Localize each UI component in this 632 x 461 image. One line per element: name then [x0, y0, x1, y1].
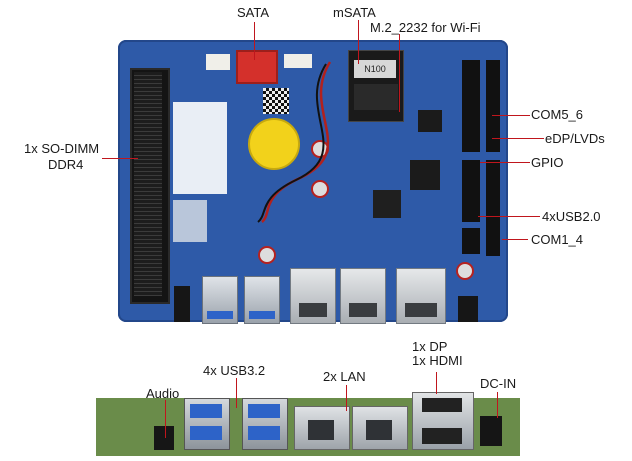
lan-hole [366, 420, 392, 440]
qr-sticker [263, 88, 289, 114]
lan-port [340, 268, 386, 324]
msata-label: mSATA [333, 5, 376, 20]
com1-4-label: COM1_4 [531, 232, 584, 247]
usb20-label: 4xUSB2.0 [542, 209, 601, 224]
hdmi-label: 1x HDMI [412, 353, 463, 368]
usb32-insert-bottom [248, 426, 280, 440]
sata-callout-line [254, 22, 255, 60]
com-header-2 [486, 60, 500, 152]
lan-port [290, 268, 336, 324]
sata-connector [236, 50, 278, 84]
lan-callout-line [346, 385, 347, 411]
motherboard-side-view [96, 392, 520, 456]
capacitor [258, 246, 276, 264]
gpio-label: GPIO [531, 155, 564, 170]
gpio-callout-line [480, 162, 530, 163]
dcin-callout-line [497, 392, 498, 418]
cmos-battery [248, 118, 300, 170]
chip [410, 160, 440, 190]
dc-in-side [480, 416, 502, 446]
power-header [206, 54, 230, 70]
hdmi-port [422, 428, 462, 444]
usb20-callout-line [478, 216, 540, 217]
usb32-insert-bottom [190, 426, 222, 440]
capacitor [311, 180, 329, 198]
usb32-callout-line [236, 378, 237, 408]
com1-4-callout-line [502, 239, 528, 240]
usb32-port [244, 276, 280, 324]
chip [373, 190, 401, 218]
m2-slot [354, 84, 398, 110]
capacitor [456, 262, 474, 280]
dc-in-jack [458, 296, 478, 322]
so-dimm-latch [134, 72, 162, 296]
dp-hdmi-callout-line [436, 372, 437, 394]
com1-4-header [486, 160, 500, 256]
motherboard-top-view: N100 [118, 40, 508, 324]
sodimm-label-line1: 1x SO-DIMM [24, 141, 100, 156]
cpu-chip: N100 [354, 60, 396, 78]
label-sticker-2 [173, 200, 207, 242]
dp-port [422, 398, 462, 412]
dp-label: 1x DP [412, 339, 448, 354]
usb32-port [202, 276, 238, 324]
audio-callout-line [165, 400, 166, 438]
lan-hole [308, 420, 334, 440]
sodimm-callout-line [102, 158, 138, 159]
com5-6-callout-line [492, 115, 530, 116]
msata-callout-line [358, 20, 359, 64]
edp-callout-line [492, 138, 544, 139]
usb32-insert-top [248, 404, 280, 418]
sata-label: SATA [237, 5, 270, 20]
usb20-header [462, 228, 480, 254]
com5-6-header [462, 60, 480, 152]
lan-label: 2x LAN [323, 369, 366, 384]
dcin-label: DC-IN [480, 376, 517, 391]
usb32-insert-top [190, 404, 222, 418]
fan-header [284, 54, 312, 68]
audio-jack-side [154, 426, 174, 450]
com5-6-label: COM5_6 [531, 107, 584, 122]
audio-label: Audio [146, 386, 180, 401]
m2-label: M.2_2232 for Wi-Fi [370, 20, 481, 35]
sodimm-label-line2: DDR4 [48, 157, 84, 172]
audio-jack [174, 286, 190, 322]
gpio-header [462, 160, 480, 222]
m2-callout-line [399, 34, 400, 112]
soc-chip [418, 110, 442, 132]
display-port-stack [396, 268, 446, 324]
label-sticker [173, 102, 227, 194]
edp-label: eDP/LVDs [545, 131, 605, 146]
usb32-label: 4x USB3.2 [203, 363, 266, 378]
